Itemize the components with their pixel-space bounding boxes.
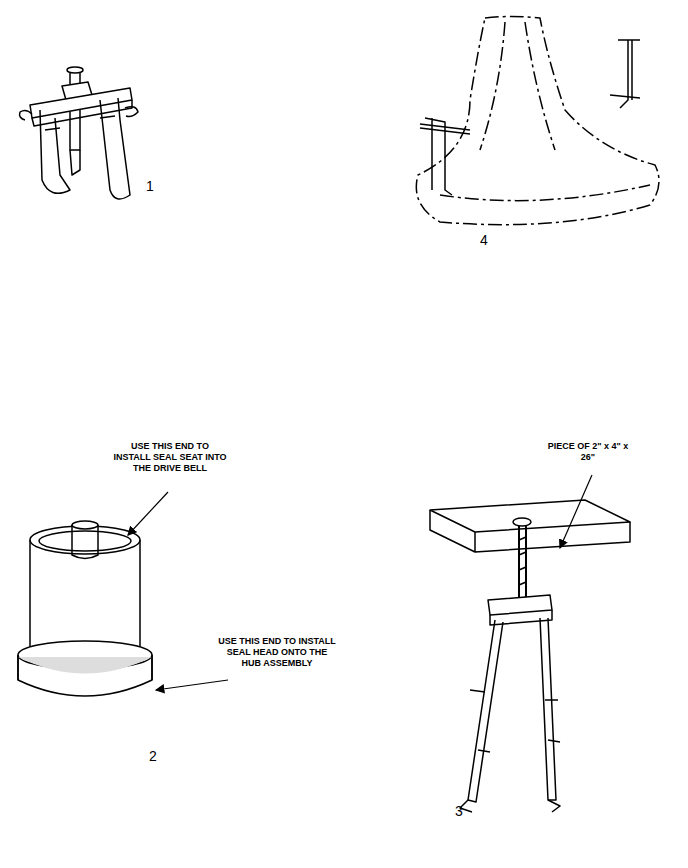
drive-bell-outline: [416, 17, 659, 225]
instruction-note: USE THIS END TO INSTALL SEAL HEAD ONTO T…: [217, 636, 337, 669]
seal-installer: [18, 521, 152, 696]
lifting-clamps: [420, 40, 640, 195]
callout-number: 3: [449, 803, 469, 819]
callout-number: 2: [143, 748, 163, 764]
leader-arrows: [128, 475, 592, 690]
callout-number: 4: [474, 232, 494, 248]
gear-puller: [20, 67, 138, 199]
callout-number: 1: [140, 178, 160, 194]
puller-with-timber: [430, 500, 630, 812]
material-note: PIECE OF 2" x 4" x 26": [543, 441, 633, 463]
instruction-note: USE THIS END TO INSTALL SEAL SEAT INTO T…: [113, 441, 228, 474]
